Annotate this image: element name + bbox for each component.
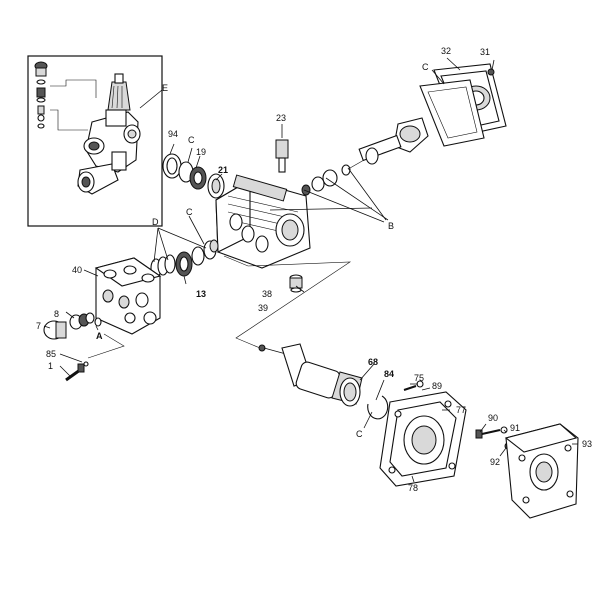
crankshaft bbox=[301, 117, 429, 196]
seal-stack-upper bbox=[162, 153, 225, 199]
label-e: E bbox=[162, 83, 169, 93]
label-40: 40 bbox=[72, 265, 83, 275]
label-21: 21 bbox=[218, 165, 229, 175]
label-91: 91 bbox=[510, 423, 521, 433]
label-23: 23 bbox=[276, 113, 287, 123]
bolt-1 bbox=[65, 361, 89, 382]
label-c-upper: C bbox=[188, 135, 195, 145]
drive-shaft bbox=[258, 343, 363, 407]
flange-77 bbox=[379, 380, 467, 487]
label-leaders bbox=[43, 143, 578, 483]
label-85: 85 bbox=[46, 349, 57, 359]
adapter-plate-93 bbox=[504, 423, 579, 519]
label-32: 32 bbox=[441, 46, 452, 56]
label-78: 78 bbox=[408, 483, 419, 493]
crankcase bbox=[215, 174, 311, 269]
label-c-lower: C bbox=[356, 429, 363, 439]
label-68: 68 bbox=[368, 357, 379, 367]
seal-stack-lower bbox=[150, 239, 219, 278]
label-b: B bbox=[388, 221, 395, 231]
label-84: 84 bbox=[384, 369, 395, 379]
label-d: D bbox=[152, 217, 159, 227]
leader-lines bbox=[87, 255, 352, 359]
label-19: 19 bbox=[196, 147, 207, 157]
label-77: 77 bbox=[456, 405, 467, 415]
cover-plates bbox=[419, 57, 507, 147]
label-a: A bbox=[96, 331, 103, 341]
manifold-40 bbox=[94, 257, 162, 335]
label-7: 7 bbox=[36, 321, 42, 331]
label-75: 75 bbox=[414, 373, 425, 383]
label-93: 93 bbox=[582, 439, 593, 449]
label-38: 38 bbox=[262, 289, 273, 299]
label-89: 89 bbox=[432, 381, 443, 391]
label-94: 94 bbox=[168, 129, 179, 139]
label-c-mid: C bbox=[186, 207, 193, 217]
label-c-top: C bbox=[422, 62, 429, 72]
snap-ring-84 bbox=[367, 395, 389, 420]
label-8: 8 bbox=[54, 309, 60, 319]
label-92: 92 bbox=[490, 457, 501, 467]
label-39: 39 bbox=[258, 303, 269, 313]
valve-parts-left bbox=[43, 312, 102, 340]
oil-cap bbox=[289, 274, 303, 293]
label-1: 1 bbox=[48, 361, 54, 371]
plunger-23 bbox=[275, 124, 289, 173]
label-31: 31 bbox=[480, 47, 491, 57]
label-90: 90 bbox=[488, 413, 499, 423]
label-13: 13 bbox=[196, 289, 207, 299]
inset-box-e bbox=[27, 55, 163, 227]
